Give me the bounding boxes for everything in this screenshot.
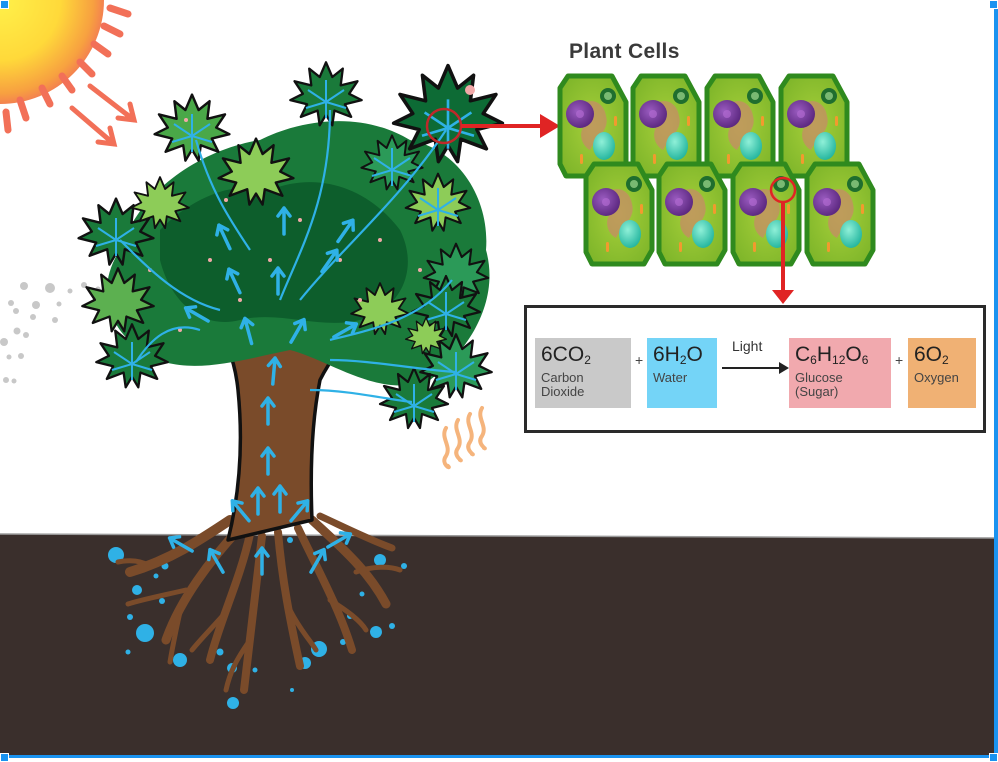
- label-sugar: (Sugar): [795, 384, 839, 399]
- label-water: Water: [653, 370, 688, 385]
- photosynthesis-equation: 6CO2 Carbon Dioxide + 6H2O Water Light C…: [524, 305, 986, 433]
- resize-handle-bottom-right[interactable]: [989, 753, 998, 762]
- leaf-veins-flow: [119, 109, 457, 404]
- chloroplast-to-equation-arrow: [772, 202, 794, 304]
- leaf: [289, 61, 363, 127]
- term-carbon-dioxide: 6CO2 Carbon Dioxide: [535, 338, 631, 408]
- formula-co2: 6CO2: [541, 343, 591, 368]
- plant-cells-title: Plant Cells: [569, 40, 680, 63]
- term-water: 6H2O Water: [647, 338, 717, 408]
- heat-waves: [442, 406, 487, 470]
- plant-cell: [586, 164, 652, 264]
- resize-handle-top-left[interactable]: [0, 0, 9, 9]
- plant-cell: [560, 76, 626, 176]
- leaf: [391, 63, 505, 164]
- selection-frame-right: [994, 4, 998, 756]
- selection-frame-bottom: [6, 755, 992, 758]
- leaf-to-cells-arrow: [461, 114, 560, 138]
- leaf-spots: [148, 118, 422, 332]
- label-oxygen: Oxygen: [914, 370, 959, 385]
- label-dioxide: Dioxide: [541, 384, 585, 399]
- plant-cell: [633, 76, 699, 176]
- water-droplets: [108, 537, 407, 709]
- plant-cell: [707, 76, 773, 176]
- arrow-label-light: Light: [732, 338, 763, 354]
- carbon-dioxide-particles: [0, 282, 101, 384]
- formula-h2o: 6H2O: [653, 343, 703, 368]
- term-glucose: C6H12O6 Glucose (Sugar): [789, 338, 891, 408]
- leaf: [153, 93, 231, 162]
- plant-cells-grid: [560, 76, 873, 264]
- reaction-arrow-head: [779, 362, 789, 374]
- term-oxygen: 6O2 Oxygen: [908, 338, 976, 408]
- plus-sign: +: [635, 352, 644, 368]
- plant-cell: [807, 164, 873, 264]
- reaction-arrow: [722, 367, 782, 369]
- sun-rays: [2, 4, 132, 134]
- ground-line: [0, 533, 998, 539]
- soil: [0, 534, 998, 758]
- label-glucose: Glucose: [795, 370, 843, 385]
- resize-handle-top-right[interactable]: [989, 0, 998, 9]
- sunlight-arrows: [69, 83, 138, 147]
- sun: [0, 0, 138, 147]
- label-carbon: Carbon: [541, 370, 584, 385]
- resize-handle-bottom-left[interactable]: [0, 753, 9, 762]
- plus-sign-2: +: [895, 352, 904, 368]
- plant-cell: [659, 164, 725, 264]
- formula-glucose: C6H12O6: [795, 343, 869, 368]
- sun-disc: [0, 0, 104, 104]
- plant-cell: [781, 76, 847, 176]
- formula-o2: 6O2: [914, 343, 949, 368]
